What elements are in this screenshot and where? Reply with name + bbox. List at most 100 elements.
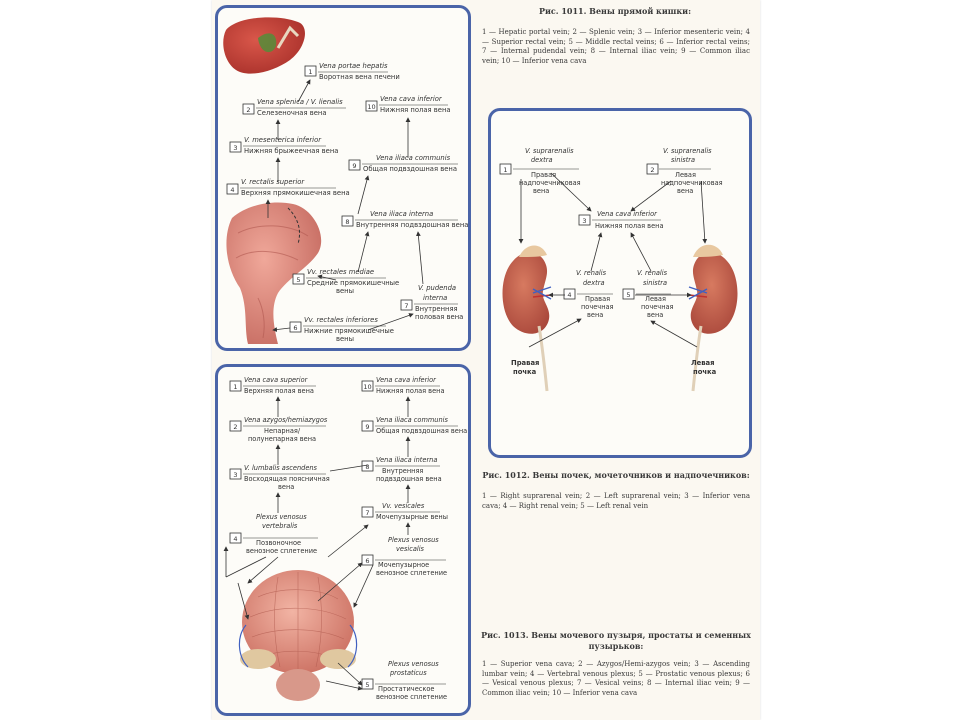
f2-l1-lat1: V. suprarenalis [525, 147, 574, 155]
f2-l4-lat1: V. renalis [576, 269, 607, 277]
f3-num-5: 5 [365, 681, 369, 689]
f3-num-7: 7 [365, 509, 369, 517]
f3-l1-ru: Верхняя полая вена [244, 387, 314, 395]
f1-l3-lat: V. mesenterica inferior [244, 136, 322, 144]
f1-l7-ru2: половая вена [415, 313, 463, 321]
f3-num-8: 8 [365, 463, 369, 471]
fig1013-diagram: 1 2 3 4 5 6 7 8 9 10 [223, 376, 467, 701]
fig1011-caption-title: Рис. 1011. Вены прямой кишки: [538, 6, 692, 16]
prostate-illustration [276, 669, 320, 701]
fig1012-number-boxes [499, 163, 659, 300]
f3-num-3: 3 [233, 471, 237, 479]
f3-num-4: 4 [233, 535, 237, 543]
fig1013-caption-title-1: Рис. 1013. Вены мочевого пузыря, простат… [481, 630, 751, 640]
f3-l3-lat: V. lumbalis ascendens [244, 464, 318, 472]
f2-right-kidney-1: Правая [511, 359, 539, 367]
f2-num-3: 3 [582, 217, 586, 225]
f3-l6-lat1: Plexus venosus [388, 536, 439, 544]
f2-l1-ru3: вена [533, 187, 549, 195]
f3-num-10: 10 [363, 383, 371, 391]
num-6: 6 [293, 324, 297, 332]
f2-l5-lat2: sinistra [643, 279, 667, 287]
f2-l5-lat1: V. renalis [637, 269, 668, 277]
f3-l1-lat: Vena cava superior [244, 376, 309, 384]
fig1012-caption-body: 1 — Right suprarenal vein; 2 — Left supr… [482, 492, 750, 510]
fig1012-diagram: 1 2 3 4 5 V. suprarenalis dextra Правая … [499, 147, 738, 392]
rectum-illustration [226, 202, 322, 344]
f1-l2-lat: Vena splenica / V. lienalis [257, 98, 343, 106]
f2-l3-ru: Нижняя полая вена [595, 222, 663, 230]
f1-l1-ru: Воротная вена печени [319, 73, 400, 81]
seminal-vesicle-right [320, 649, 356, 669]
f2-right-kidney-2: почка [513, 368, 537, 376]
f3-l7-lat: Vv. vesicales [382, 502, 425, 510]
f2-l1-lat2: dextra [531, 156, 552, 164]
f3-l2-ru1: Непарная/ [264, 427, 301, 435]
f3-l8-lat: Vena iliaca interna [376, 456, 437, 464]
f1-l5-ru1: Средние прямокишечные [307, 279, 399, 287]
f1-l6-ru1: Нижние прямокишечные [304, 327, 394, 335]
fig1011-panel: 1 2 3 4 5 6 7 8 9 10 [215, 5, 471, 351]
f2-l4-ru3: вена [587, 311, 603, 319]
num-4: 4 [230, 186, 234, 194]
f3-l4-lat1: Plexus venosus [256, 513, 307, 521]
left-ureter-drawing [691, 325, 703, 392]
fig1012-arrows [518, 172, 708, 348]
f3-l3-ru2: вена [278, 483, 294, 491]
f2-num-5: 5 [626, 291, 630, 299]
f2-l4-lat2: dextra [583, 279, 604, 287]
f1-l8-ru: Внутренняя подвздошная вена [356, 221, 468, 229]
f2-num-4: 4 [567, 291, 571, 299]
fig1011-arrows [265, 79, 424, 332]
f1-l8-lat: Vena iliaca interna [370, 210, 433, 218]
fig1011-caption-body: 1 — Hepatic portal vein; 2 — Splenic vei… [482, 28, 750, 65]
f2-left-kidney-1: Левая [691, 359, 715, 367]
f3-num-1: 1 [233, 383, 237, 391]
f3-num-6: 6 [365, 557, 369, 565]
f3-l4-ru2: венозное сплетение [246, 547, 317, 555]
portal-vein-drawing [276, 25, 300, 49]
f2-num-1: 1 [503, 166, 507, 174]
f3-num-2: 2 [233, 423, 237, 431]
f3-l5-ru2: венозное сплетение [376, 693, 447, 701]
num-3: 3 [233, 144, 237, 152]
atlas-page: 1 2 3 4 5 6 7 8 9 10 [212, 0, 760, 720]
right-kidney-illustration [502, 252, 550, 334]
f3-l3-ru1: Восходящая поясничная [244, 475, 330, 483]
f2-l4-ru1: Правая [585, 295, 610, 303]
f2-l2-ru3: вена [677, 187, 693, 195]
f2-l3-lat: Vena cava inferior [597, 210, 658, 218]
f2-l5-ru1: Левая [645, 295, 666, 303]
f3-l4-ru1: Позвоночное [256, 539, 301, 547]
fig1013-number-boxes [229, 380, 374, 690]
seminal-vesicle-left [240, 649, 276, 669]
fig1012-caption-title: Рис. 1012. Вены почек, мочеточников и на… [482, 470, 750, 480]
f2-l1-ru2: надпочечниковая [519, 179, 581, 187]
f1-l5-lat: Vv. rectales mediae [307, 268, 374, 276]
f3-l9-lat: Vena iliaca communis [376, 416, 448, 424]
f1-l9-lat: Vena iliaca communis [376, 154, 451, 162]
f2-l1-ru1: Правая [531, 171, 556, 179]
f2-l2-lat2: sinistra [671, 156, 695, 164]
f2-l2-ru2: надпочечниковая [661, 179, 723, 187]
f1-l5-ru2: вены [336, 287, 354, 295]
f3-l2-ru2: полунепарная вена [248, 435, 316, 443]
f3-l5-lat2: prostaticus [389, 669, 427, 677]
f2-l2-lat1: V. suprarenalis [663, 147, 712, 155]
f3-l2-lat: Vena azygos/hemiazygos [244, 416, 328, 424]
f3-num-9: 9 [365, 423, 369, 431]
right-adrenal-illustration [519, 245, 547, 257]
f3-l9-ru: Общая подвздошная вена [376, 427, 467, 435]
f1-l10-lat: Vena cava inferior [380, 95, 443, 103]
f2-l5-ru2: почечная [641, 303, 674, 311]
num-8: 8 [345, 218, 349, 226]
fig1013-caption-title-2: пузырьков: [588, 641, 644, 651]
f3-l10-lat: Vena cava inferior [376, 376, 437, 384]
left-adrenal-illustration [693, 244, 723, 257]
num-7: 7 [404, 302, 408, 310]
fig1011-number-boxes [226, 65, 413, 333]
f1-l7-ru1: Внутренняя [415, 305, 458, 313]
num-9: 9 [352, 162, 356, 170]
f1-l1-lat: Vena portae hepatis [319, 62, 388, 70]
f1-l4-lat: V. rectalis superior [241, 178, 305, 186]
